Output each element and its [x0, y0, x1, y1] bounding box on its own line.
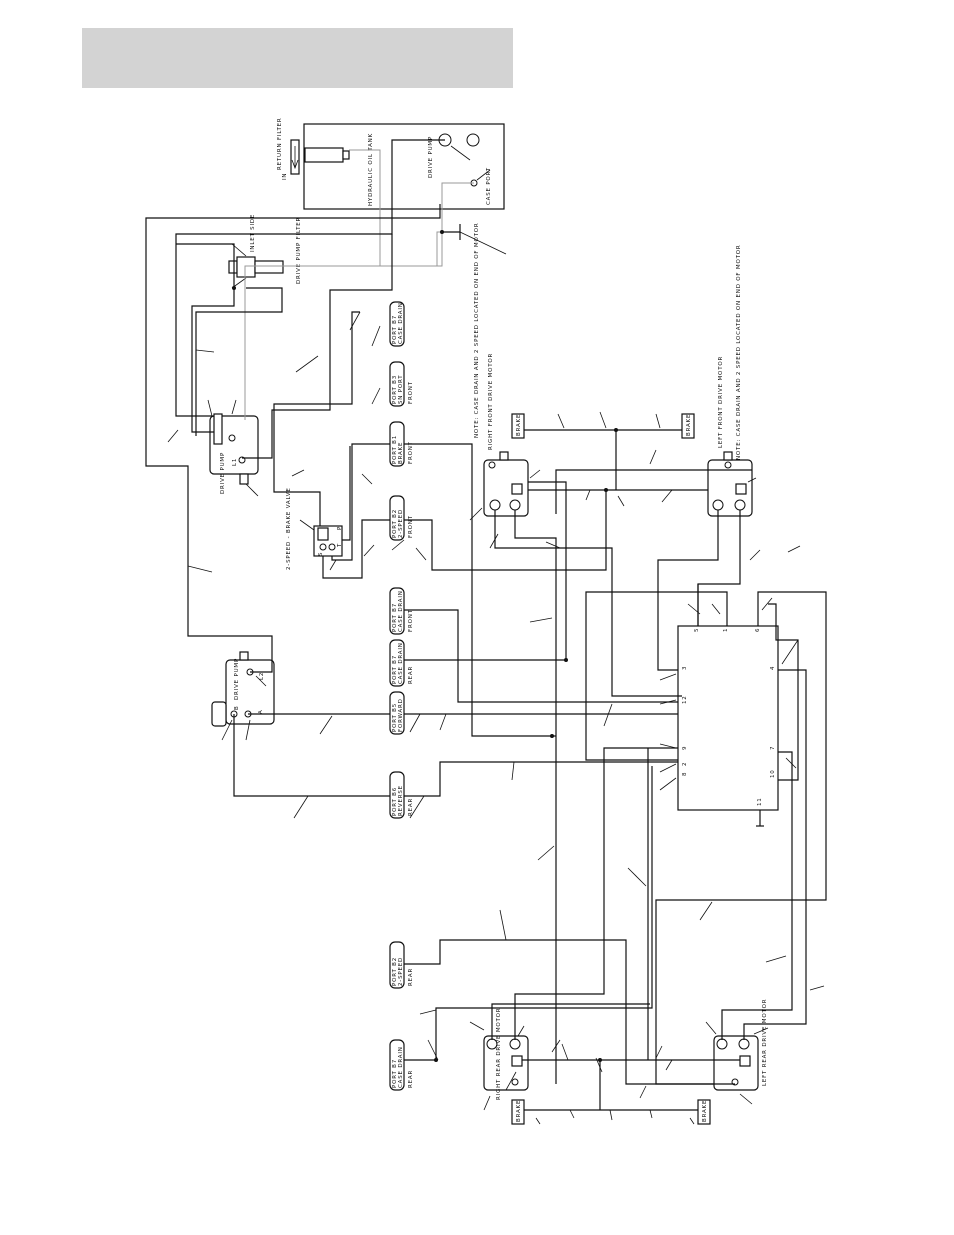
pump-filter-label: DRIVE PUMP FILTER — [296, 217, 302, 284]
left-front-drive-motor: LEFT FRONT DRIVE MOTOR — [707, 356, 753, 517]
motor-lr-label: LEFT REAR DRIVE MOTOR — [762, 999, 768, 1086]
valve-port-s: S — [318, 552, 324, 556]
motor-rr-label: RIGHT REAR DRIVE MOTOR — [496, 1008, 502, 1100]
svg-text:CASE DRAIN: CASE DRAIN — [398, 1046, 404, 1088]
svg-text:PORT B2: PORT B2 — [392, 957, 398, 986]
svg-text:12: 12 — [682, 695, 688, 704]
svg-text:8: 8 — [682, 772, 688, 776]
motor-rf-label: RIGHT FRONT DRIVE MOTOR — [488, 353, 494, 450]
drive-pump-lower-label: DRIVE PUMP — [234, 658, 240, 700]
svg-text:REAR: REAR — [408, 1070, 414, 1088]
svg-text:11: 11 — [757, 797, 763, 806]
leader-lines — [167, 231, 825, 1125]
svg-text:6: 6 — [755, 628, 761, 632]
svg-text:10: 10 — [770, 769, 776, 778]
brake-front-right: BRAKE — [511, 413, 525, 439]
svg-text:BRAKE: BRAKE — [516, 414, 522, 436]
svg-text:FRONT: FRONT — [408, 515, 414, 538]
svg-text:PORT B7: PORT B7 — [392, 315, 398, 344]
hydraulic-lines — [145, 139, 827, 1111]
drive-pump-lower-l2: L2 — [259, 672, 265, 680]
svg-text:BRAKE: BRAKE — [686, 414, 692, 436]
port-label-4: PORT B2 2-SPEED FRONT — [389, 495, 414, 541]
svg-text:BRAKE: BRAKE — [516, 1100, 522, 1122]
motor-lf-label: LEFT FRONT DRIVE MOTOR — [718, 356, 724, 448]
svg-text:2-SPEED: 2-SPEED — [398, 509, 404, 538]
port-label-2: PORT B3 SN PORT FRONT — [389, 361, 414, 407]
svg-text:5: 5 — [694, 628, 700, 632]
note-front-left: NOTE: CASE DRAIN AND 2 SPEED LOCATED ON … — [736, 244, 742, 460]
port-label-10: PORT B7 CASE DRAIN REAR — [389, 1039, 414, 1091]
note-front-right: NOTE: CASE DRAIN AND 2 SPEED LOCATED ON … — [474, 222, 480, 438]
port-label-1: PORT B7 CASE DRAIN — [389, 301, 405, 347]
svg-text:PORT B1: PORT B1 — [392, 435, 398, 464]
drive-pump-upper-label: DRIVE PUMP — [220, 452, 226, 494]
junction-dots — [232, 230, 618, 1062]
svg-text:PORT B6: PORT B6 — [392, 787, 398, 816]
svg-text:PORT B3: PORT B3 — [392, 375, 398, 404]
return-filter: IN RETURN FILTER — [277, 117, 350, 180]
svg-text:REAR: REAR — [408, 968, 414, 986]
port-label-6: PORT B7 CASE DRAIN REAR — [389, 639, 414, 687]
svg-text:FRONT: FRONT — [408, 609, 414, 632]
port-label-9: PORT B2 2-SPEED REAR — [389, 941, 414, 989]
pump-filter-inlet: INLET SIDE — [250, 214, 256, 252]
drive-pump-upper-l1: L1 — [232, 458, 238, 466]
svg-text:BRAKE: BRAKE — [702, 1100, 708, 1122]
return-filter-in: IN — [282, 173, 288, 180]
svg-text:PORT B5: PORT B5 — [392, 703, 398, 732]
svg-text:FRONT: FRONT — [408, 381, 414, 404]
drive-pump-upper: DRIVE PUMP L1 — [209, 413, 259, 494]
valve-port-t: T — [337, 543, 343, 548]
drive-pump-lower-a: A — [258, 709, 264, 714]
svg-text:PORT B7: PORT B7 — [392, 655, 398, 684]
brake-rear-right: BRAKE — [511, 1099, 525, 1125]
svg-text:PORT B2: PORT B2 — [392, 509, 398, 538]
svg-text:REVERSE: REVERSE — [398, 785, 404, 816]
svg-text:1: 1 — [723, 628, 729, 632]
drive-pump-lower: DRIVE PUMP L2 A B — [211, 651, 275, 727]
svg-text:BRAKE: BRAKE — [398, 442, 404, 464]
svg-text:PORT B7: PORT B7 — [392, 603, 398, 632]
manifold-block: 5 1 6 3 12 9 8 2 4 7 10 11 — [677, 625, 779, 827]
svg-text:2: 2 — [682, 762, 688, 766]
svg-text:3: 3 — [682, 666, 688, 670]
svg-text:2-SPEED: 2-SPEED — [398, 957, 404, 986]
valve-port-p: P — [337, 526, 343, 530]
svg-text:CASE DRAIN: CASE DRAIN — [398, 302, 404, 344]
header-bar — [82, 28, 513, 88]
valve-label: 2-SPEED - BRAKE VALVE — [286, 487, 292, 570]
svg-text:4: 4 — [770, 666, 776, 670]
brake-front-left: BRAKE — [681, 413, 695, 439]
svg-text:REAR: REAR — [408, 666, 414, 684]
tank-drive-pump-label: DRIVE PUMP — [428, 136, 434, 178]
drive-pump-lower-b: B — [234, 705, 240, 710]
port-label-7: PORT B5 FORWARD — [389, 691, 405, 735]
svg-text:FORWARD: FORWARD — [398, 698, 404, 732]
port-label-8: PORT B6 REVERSE REAR — [389, 771, 414, 819]
brake-rear-left: BRAKE — [697, 1099, 711, 1125]
drive-pump-filter: INLET SIDE DRIVE PUMP FILTER — [228, 214, 302, 289]
two-speed-brake-valve: 2-SPEED - BRAKE VALVE S T P — [286, 487, 343, 570]
svg-text:9: 9 — [682, 746, 688, 750]
svg-text:CASE DRAIN: CASE DRAIN — [398, 590, 404, 632]
svg-text:7: 7 — [770, 746, 776, 750]
tank-title: HYDRAULIC OIL TANK — [368, 133, 374, 206]
svg-text:REAR: REAR — [408, 798, 414, 816]
hydraulic-oil-tank: HYDRAULIC OIL TANK DRIVE PUMP CASE PORT — [303, 123, 505, 210]
svg-text:FRONT: FRONT — [408, 441, 414, 464]
port-label-5: PORT B7 CASE DRAIN FRONT — [389, 587, 414, 635]
svg-text:CASE DRAIN: CASE DRAIN — [398, 642, 404, 684]
right-rear-drive-motor: RIGHT REAR DRIVE MOTOR — [483, 1008, 529, 1100]
svg-text:SN PORT: SN PORT — [398, 375, 404, 404]
tank-case-port-label: CASE PORT — [486, 167, 492, 205]
svg-text:PORT B7: PORT B7 — [392, 1059, 398, 1088]
return-filter-label: RETURN FILTER — [277, 117, 283, 170]
